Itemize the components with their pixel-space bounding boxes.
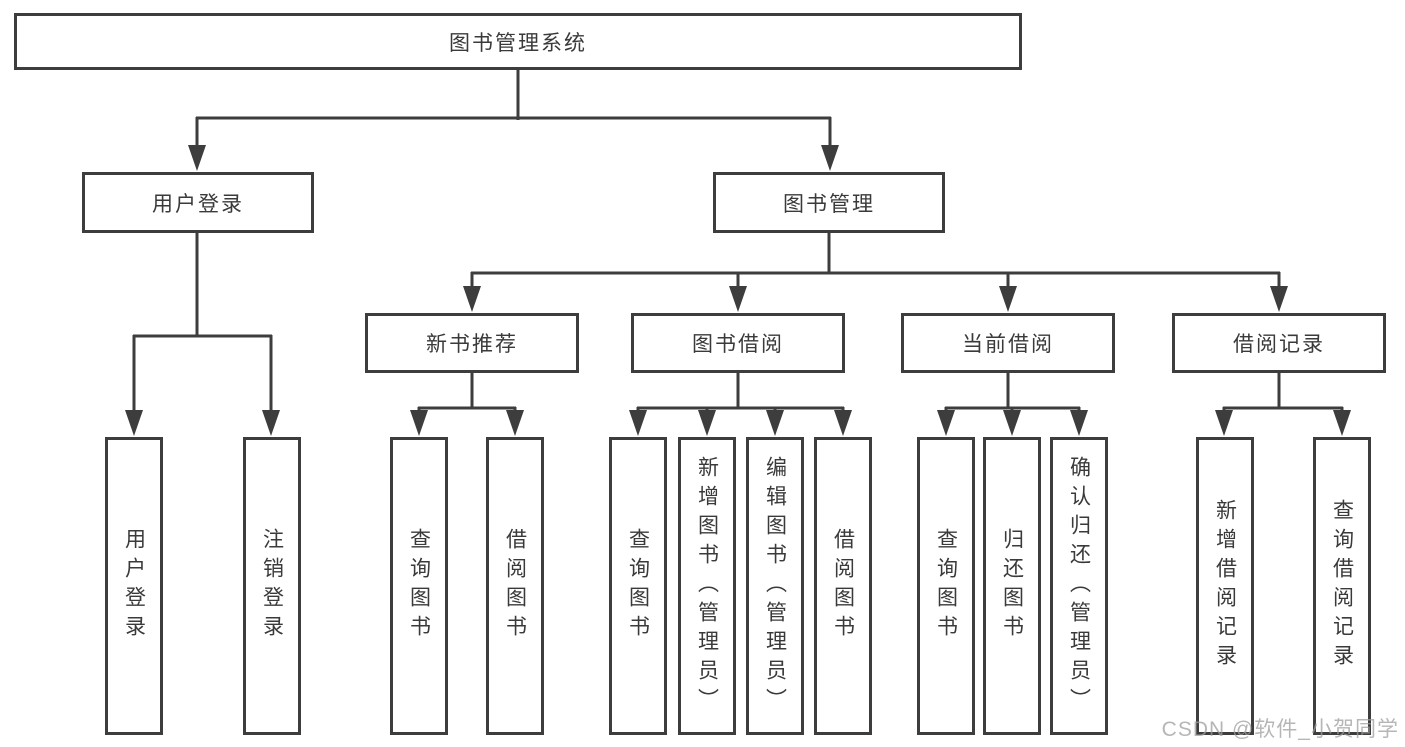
arrowhead [1215, 410, 1233, 436]
arrowhead [1070, 410, 1088, 436]
node-current-borrow: 当前借阅 [901, 313, 1115, 373]
node-book-management: 图书管理 [713, 172, 945, 233]
csdn-watermark: CSDN @软件_小贺同学 [1161, 718, 1399, 741]
leaf-edit-books-admin: 编辑图书（管理员） [746, 437, 804, 735]
leaf-add-books-admin: 新增图书（管理员） [678, 437, 736, 735]
arrowhead [937, 410, 955, 436]
leaf-borrow-books-recommend: 借阅图书 [486, 437, 544, 735]
node-new-book-recommend: 新书推荐 [365, 313, 579, 373]
arrowhead [729, 286, 747, 312]
leaf-query-books-current: 查询图书 [917, 437, 975, 735]
leaf-query-borrow-record: 查询借阅记录 [1313, 437, 1371, 735]
arrowhead [125, 410, 143, 436]
leaf-query-books-borrow: 查询图书 [609, 437, 667, 735]
leaf-logout: 注销登录 [243, 437, 301, 735]
arrowhead [1270, 286, 1288, 312]
leaf-return-books: 归还图书 [983, 437, 1041, 735]
node-book-borrow: 图书借阅 [631, 313, 845, 373]
arrowhead [463, 286, 481, 312]
node-borrow-records: 借阅记录 [1172, 313, 1386, 373]
arrowhead [629, 410, 647, 436]
arrowhead [1333, 410, 1351, 436]
node-user-login: 用户登录 [82, 172, 314, 233]
arrowhead [1003, 410, 1021, 436]
leaf-confirm-return-admin: 确认归还（管理员） [1050, 437, 1108, 735]
leaf-user-login: 用户登录 [105, 437, 163, 735]
node-root: 图书管理系统 [14, 13, 1022, 70]
leaf-borrow-books: 借阅图书 [814, 437, 872, 735]
leaf-add-borrow-record: 新增借阅记录 [1196, 437, 1254, 735]
arrowhead [999, 286, 1017, 312]
leaf-query-books-recommend: 查询图书 [390, 437, 448, 735]
arrowhead [766, 410, 784, 436]
arrowhead [506, 410, 524, 436]
arrowhead [188, 145, 206, 171]
arrowheads [125, 145, 1351, 436]
arrowhead [262, 410, 280, 436]
arrowhead [410, 410, 428, 436]
arrowhead [698, 410, 716, 436]
arrowhead [821, 145, 839, 171]
arrowhead [834, 410, 852, 436]
